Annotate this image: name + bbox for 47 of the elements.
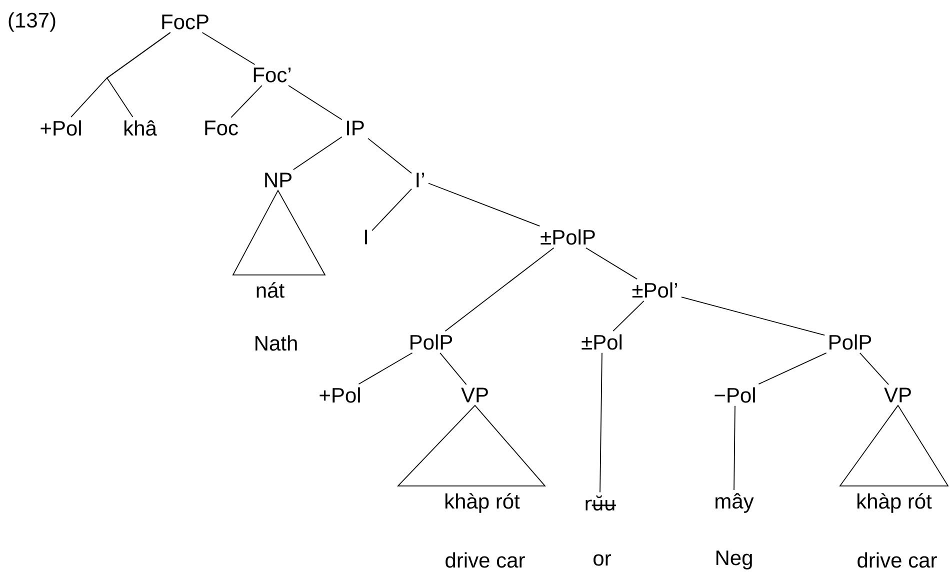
branch-line: [372, 188, 412, 231]
tree-label: ±PolP: [540, 229, 595, 245]
tree-label: +Pol: [40, 120, 81, 136]
example-number: (137): [8, 12, 56, 32]
tree-label: −Pol: [714, 387, 755, 403]
branch-line: [758, 352, 827, 385]
tree-label: VP: [461, 388, 488, 402]
tree-label: +Pol: [320, 387, 360, 403]
tree-label: nát: [256, 282, 284, 298]
tree-label: I’: [416, 172, 424, 188]
tree-label: rʉ̆ʉ: [586, 495, 616, 511]
tree-label: FocP: [162, 14, 208, 30]
tree-label: Foc’: [254, 68, 291, 82]
branch-line: [440, 352, 467, 386]
tree-label: ±Pol: [582, 334, 622, 350]
gloss-label: drive car: [446, 552, 525, 568]
tree-label: khâ: [124, 120, 157, 136]
branch-line: [681, 296, 826, 336]
branch-line: [585, 247, 638, 280]
branch-line: [859, 352, 890, 386]
tree-label: mây: [716, 493, 754, 513]
tree-label: NP: [265, 172, 292, 188]
branch-line: [358, 352, 413, 385]
tree-label: khàp rót: [445, 493, 520, 513]
branch-line: [106, 32, 171, 118]
branch-line: [600, 352, 602, 493]
branch-line: [428, 182, 540, 227]
tree-label: IP: [347, 120, 364, 136]
gloss-label: or: [594, 554, 611, 566]
gloss-label: drive car: [858, 552, 937, 568]
tree-label: VP: [884, 388, 911, 402]
branch-line: [293, 136, 342, 170]
branch-line: [612, 300, 644, 332]
branch-line: [202, 32, 256, 65]
branch-line: [368, 138, 412, 174]
tree-label: ±Pol’: [632, 282, 677, 298]
branch-line: [444, 247, 554, 332]
branch-line: [288, 85, 342, 120]
branch-line: [230, 85, 262, 118]
gloss-label: Neg: [716, 550, 752, 570]
tree-label: PolP: [410, 334, 452, 350]
tree-label: PolP: [830, 334, 872, 350]
branch-line: [734, 405, 736, 490]
tree-label: khàp rót: [857, 493, 932, 513]
gloss-label: Nath: [256, 335, 297, 351]
tree-label: Foc: [205, 120, 238, 136]
tree-label: I: [365, 230, 367, 244]
